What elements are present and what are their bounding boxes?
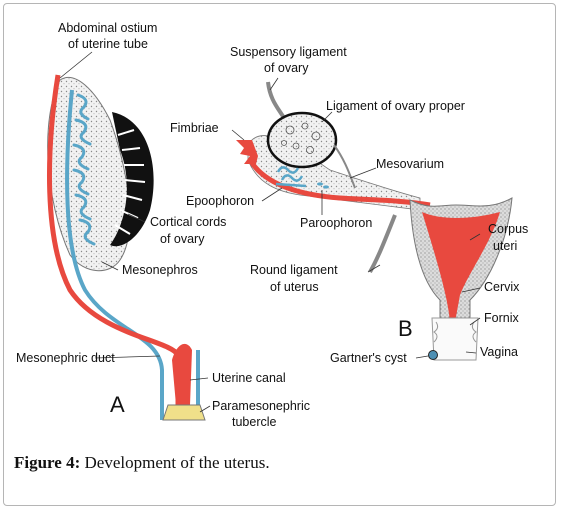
label-ligament-ovary-proper: Ligament of ovary proper xyxy=(326,99,465,113)
uterine-canal-shape xyxy=(172,343,192,405)
label-mesovarium: Mesovarium xyxy=(376,157,444,171)
label-round-ligament-1: Round ligament xyxy=(250,263,338,277)
ligament-ovary-proper-shape xyxy=(333,144,356,189)
label-corpus-1: Corpus xyxy=(488,222,528,236)
epoophoron-tubules xyxy=(275,166,307,188)
panel-b-drawing xyxy=(236,81,513,361)
paramesonephric-tubercle-shape xyxy=(162,404,206,421)
paramesonephric-duct-line xyxy=(47,74,181,405)
label-fornix: Fornix xyxy=(484,311,519,325)
panel-b-leaders xyxy=(231,77,481,359)
ovary-cortical-shape xyxy=(110,112,154,247)
caption-text: Development of the uterus. xyxy=(80,453,270,472)
label-suspensory-2: of ovary xyxy=(264,61,309,75)
label-paroophoron: Paroophoron xyxy=(300,216,372,230)
panel-a-drawing xyxy=(47,74,206,421)
fornix-folds xyxy=(433,321,477,343)
round-ligament-shape xyxy=(368,214,397,273)
uterine-tube-line xyxy=(247,158,431,208)
uterine-cavity-shape xyxy=(422,212,500,322)
label-mesonephros: Mesonephros xyxy=(122,263,198,277)
ovary-shape xyxy=(266,111,338,169)
suspensory-ligament-shape xyxy=(266,81,286,120)
label-suspensory-1: Suspensory ligament xyxy=(230,45,347,59)
label-cortical-cords-1: Cortical cords xyxy=(150,215,226,229)
gartners-cyst-shape xyxy=(428,350,438,360)
vagina-shape xyxy=(431,317,479,361)
panel-a-leaders xyxy=(59,51,211,413)
label-epoophoron: Epoophoron xyxy=(186,194,254,208)
label-mesonephric-duct: Mesonephric duct xyxy=(16,351,115,365)
mesonephric-tubules xyxy=(72,93,96,246)
label-vagina: Vagina xyxy=(480,345,518,359)
label-gartners-cyst: Gartner's cyst xyxy=(330,351,407,365)
panel-a-letter: A xyxy=(110,392,125,417)
paroophoron-dots xyxy=(317,182,329,189)
label-round-ligament-2: of uterus xyxy=(270,280,319,294)
figure-caption: Figure 4: Development of the uterus. xyxy=(14,453,270,473)
fimbriae-shape xyxy=(236,140,258,164)
label-uterine-canal: Uterine canal xyxy=(212,371,286,385)
mesonephric-duct-line xyxy=(65,89,164,420)
label-abdominal-ostium-2: of uterine tube xyxy=(68,37,148,51)
label-abdominal-ostium-1: Abdominal ostium xyxy=(58,21,157,35)
caption-label: Figure 4: xyxy=(14,453,81,472)
ovary-follicles xyxy=(281,122,321,154)
label-cervix: Cervix xyxy=(484,280,520,294)
label-paramesonephric-2: tubercle xyxy=(232,415,277,429)
label-cortical-cords-2: of ovary xyxy=(160,232,205,246)
label-paramesonephric-1: Paramesonephric xyxy=(212,399,310,413)
panel-b-letter: B xyxy=(398,316,413,341)
label-corpus-2: uteri xyxy=(493,239,517,253)
label-fimbriae: Fimbriae xyxy=(170,121,219,135)
cortical-cords xyxy=(114,129,146,235)
